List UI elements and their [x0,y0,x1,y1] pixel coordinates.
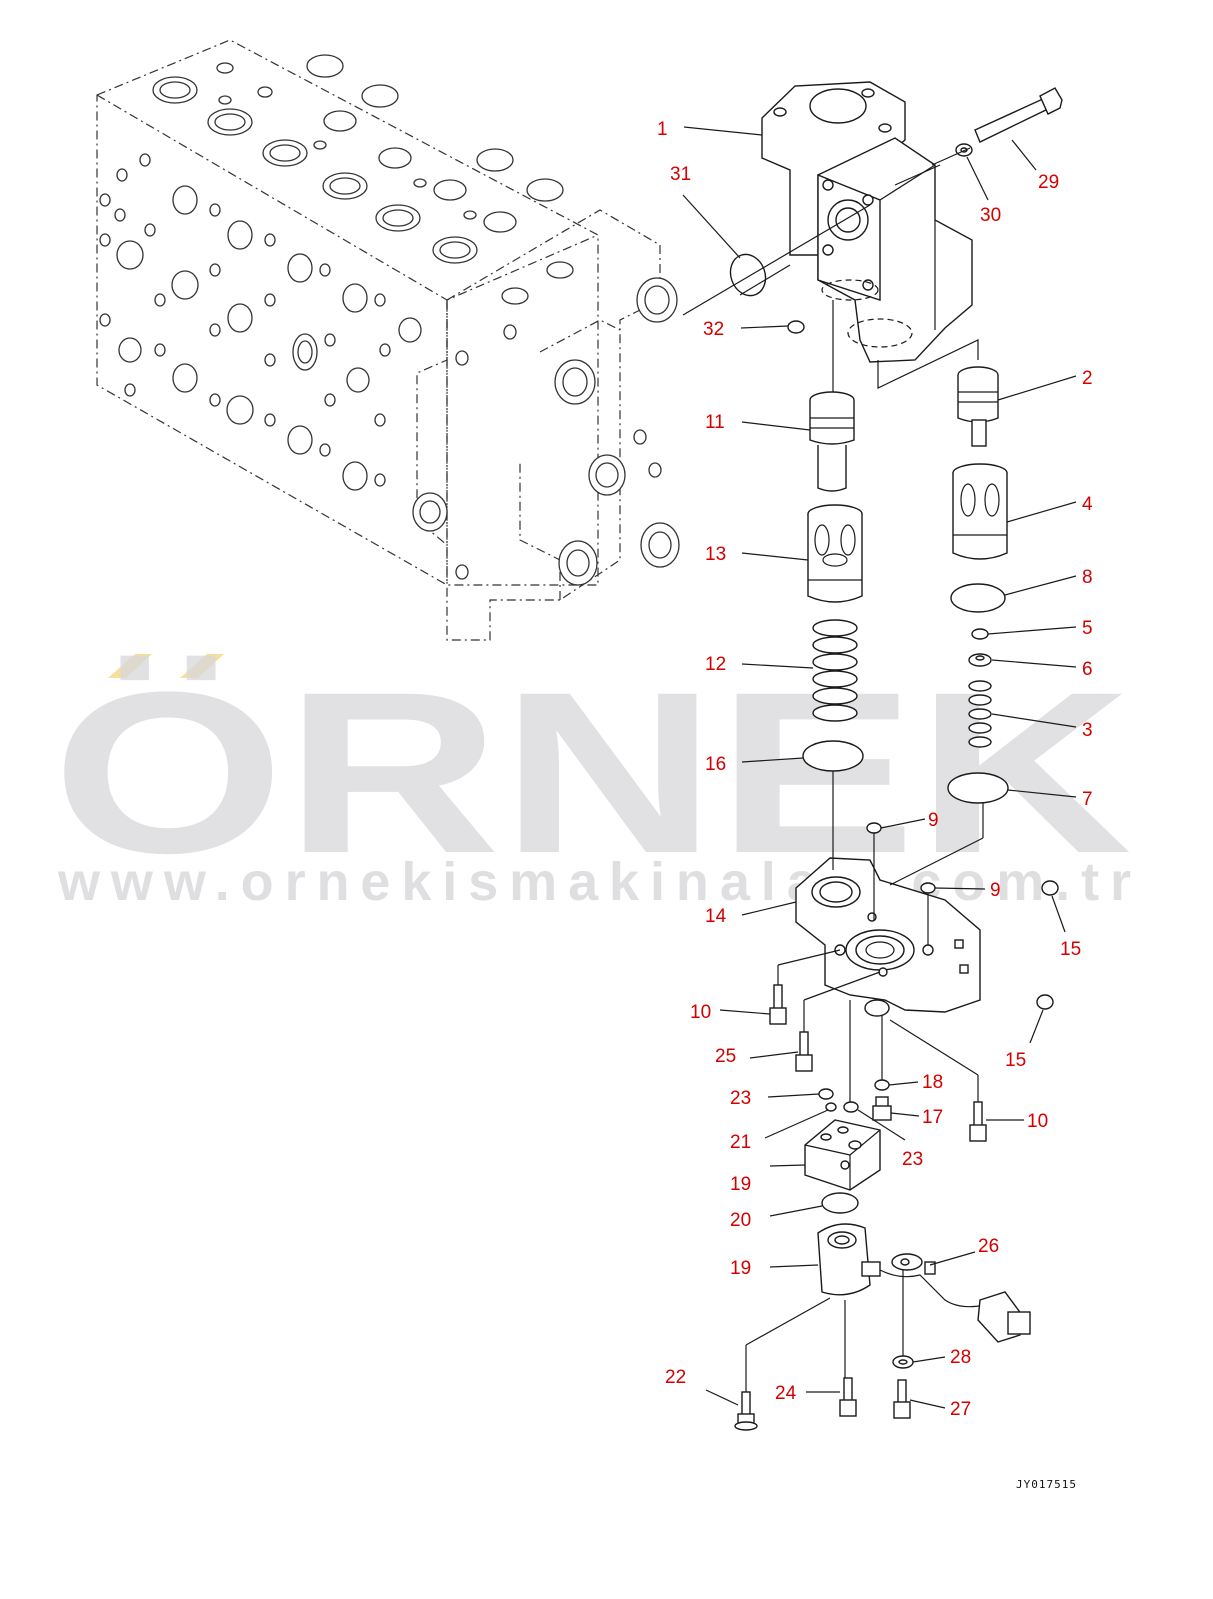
part-10-bolt-a [769,984,787,1025]
callout-19-b: 19 [730,1258,751,1279]
callout-15-b: 15 [1005,1050,1026,1071]
callout-15-a: 15 [1060,939,1081,960]
callout-13: 13 [705,544,726,565]
part-5-clip [971,628,989,640]
callout-5: 5 [1082,618,1093,639]
part-2-piston [957,366,999,447]
part-17-orifice [872,1096,892,1121]
part-20-o-ring [821,1192,859,1214]
part-19-block [804,1119,881,1191]
callouts: 1 2 3 4 5 6 7 8 9 9 10 10 11 12 13 14 15… [657,119,1093,1420]
callout-10-a: 10 [690,1002,711,1023]
callout-12: 12 [705,654,726,675]
callout-21: 21 [730,1132,751,1153]
callout-20: 20 [730,1210,751,1231]
callout-11: 11 [705,412,725,433]
part-12-spring [812,619,858,722]
part-1-housing [761,81,973,363]
callout-leaders [682,126,1077,1409]
callout-17: 17 [922,1107,943,1128]
callout-29: 29 [1038,172,1059,193]
part-9-o-ring-b [920,882,936,894]
callout-23-b: 23 [902,1149,923,1170]
part-14-cover [795,857,981,1017]
watermark-url: www.ornekismakinalari.com.tr [57,852,1138,912]
callout-8: 8 [1082,567,1093,588]
part-30-washer [955,143,973,157]
callout-14: 14 [705,906,727,927]
callout-23-a: 23 [730,1088,751,1109]
callout-25: 25 [715,1046,736,1067]
watermark: ÖRNEK www.ornekismakinalari.com.tr [52,644,1138,912]
part-27-bolt [893,1379,911,1419]
watermark-brand: ÖRNEK [52,644,1132,901]
part-25-bolt [795,1031,813,1072]
part-10-bolt-b [969,1101,987,1142]
callout-6: 6 [1082,659,1093,680]
part-23-o-ring-a [818,1088,834,1100]
part-32-o-ring [787,320,805,334]
part-18-o-ring [874,1079,890,1091]
callout-19-a: 19 [730,1174,751,1195]
callout-30: 30 [980,205,1001,226]
part-15-plug-a [1041,880,1059,896]
callout-4: 4 [1082,494,1093,515]
part-24-bolt [839,1377,857,1417]
callout-9-a: 9 [928,810,939,831]
callout-18: 18 [922,1072,943,1093]
part-7-ring [947,772,1009,804]
callout-27: 27 [950,1399,971,1420]
part-16-ring [802,740,864,772]
callout-3: 3 [1082,720,1093,741]
callout-1: 1 [657,119,668,140]
callout-26: 26 [978,1236,999,1257]
assembly-lines [682,147,984,1392]
part-22-bolt [734,1391,758,1431]
part-9-o-ring-a [866,822,882,834]
part-6-seat [968,653,992,667]
drawing-reference: JY017515 [1016,1478,1077,1491]
callout-28: 28 [950,1347,971,1368]
part-3-spring [968,680,992,748]
callout-10-b: 10 [1027,1111,1048,1132]
callout-7: 7 [1082,789,1093,810]
callout-32: 32 [703,319,724,340]
callout-24: 24 [775,1383,797,1404]
part-11-piston [809,391,855,492]
part-26-harness [879,1253,1031,1343]
part-13-sleeve [807,504,863,603]
callout-9-b: 9 [990,880,1001,901]
part-21-o-ring [825,1102,837,1112]
part-15-plug-b [1036,994,1054,1010]
callout-22: 22 [665,1367,686,1388]
part-31-o-ring [729,253,767,297]
part-4-sleeve [952,463,1008,560]
callout-31: 31 [670,164,691,185]
callout-2: 2 [1082,368,1093,389]
callout-16: 16 [705,754,726,775]
part-23-o-ring-b [843,1101,859,1113]
part-28-washer [892,1355,914,1369]
part-19-solenoid [817,1223,881,1296]
part-8-ring [950,583,1006,613]
part-29-bolt [974,87,1063,143]
valve-block-holes [99,54,680,586]
